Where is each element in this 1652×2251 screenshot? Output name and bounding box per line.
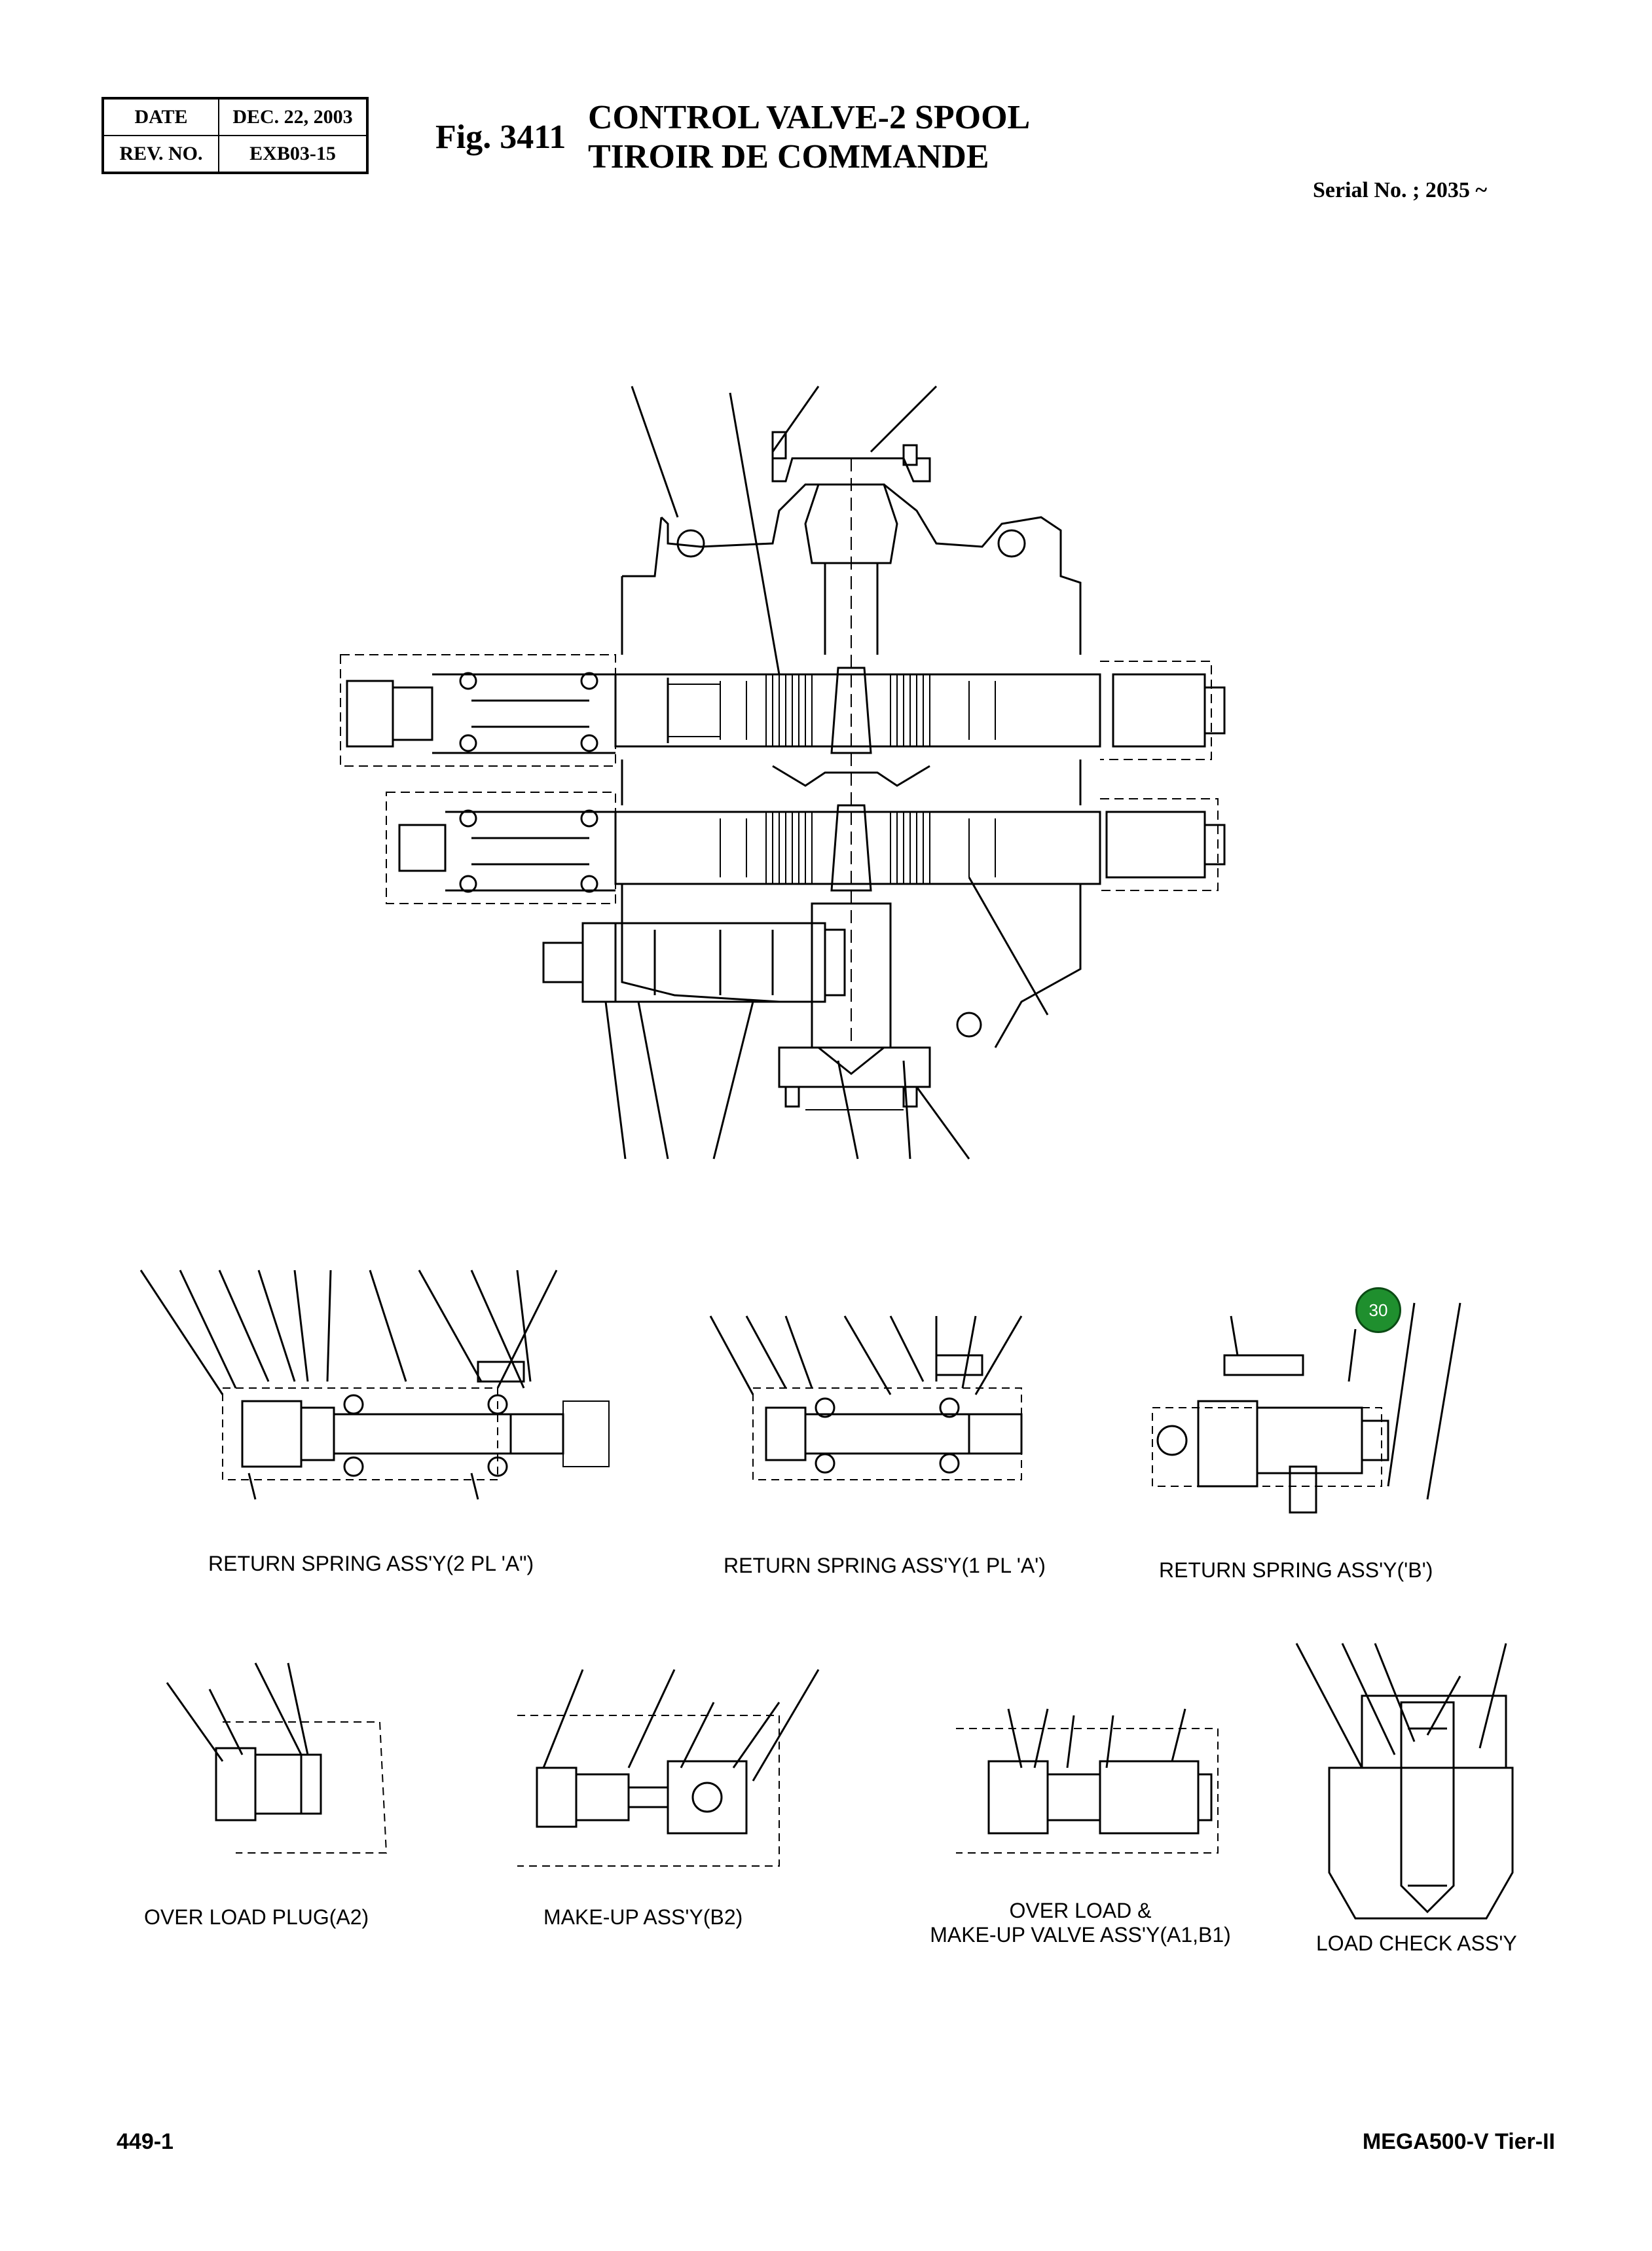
return-spring-1pl-drawing [709, 1315, 1023, 1480]
caption-load-check: LOAD CHECK ASS'Y [1316, 1931, 1517, 1955]
date-value: DEC. 22, 2003 [218, 98, 368, 136]
model-name: MEGA500-V Tier-II [1362, 2129, 1555, 2154]
main-valve-drawing [340, 385, 1226, 1160]
title-english: CONTROL VALVE-2 SPOOL [588, 99, 1031, 136]
title-french: TIROIR DE COMMANDE [588, 138, 989, 175]
rev-value: EXB03-15 [218, 135, 368, 174]
rev-label: REV. NO. [102, 135, 219, 174]
load-check-drawing [1295, 1643, 1514, 1920]
overload-plug-drawing [166, 1662, 388, 1854]
caption-return-spring-2pl: RETURN SPRING ASS'Y(2 PL 'A") [208, 1552, 534, 1575]
caption-makeup-assy: MAKE-UP ASS'Y(B2) [543, 1905, 743, 1929]
caption-overload-makeup-line2: MAKE-UP VALVE ASS'Y(A1,B1) [930, 1923, 1231, 1947]
page-number: 449-1 [117, 2129, 174, 2154]
return-spring-2pl-drawing [139, 1270, 610, 1500]
revision-info-table: DATE DEC. 22, 2003 REV. NO. EXB03-15 [101, 97, 369, 174]
caption-overload-makeup: OVER LOAD & MAKE-UP VALVE ASS'Y(A1,B1) [917, 1899, 1244, 1947]
caption-return-spring-1pl: RETURN SPRING ASS'Y(1 PL 'A') [724, 1554, 1046, 1577]
part-callout-30[interactable]: 30 [1355, 1287, 1401, 1333]
serial-number: Serial No. ; 2035 ~ [1313, 178, 1488, 202]
makeup-assy-drawing [517, 1669, 820, 1867]
figure-number: Fig. 3411 [435, 119, 566, 156]
date-label: DATE [102, 98, 219, 136]
caption-overload-makeup-line1: OVER LOAD & [1009, 1899, 1152, 1922]
caption-return-spring-b: RETURN SPRING ASS'Y('B') [1159, 1558, 1433, 1582]
caption-overload-plug: OVER LOAD PLUG(A2) [144, 1905, 369, 1929]
return-spring-b-drawing [1152, 1302, 1461, 1514]
overload-makeup-drawing [956, 1708, 1219, 1854]
